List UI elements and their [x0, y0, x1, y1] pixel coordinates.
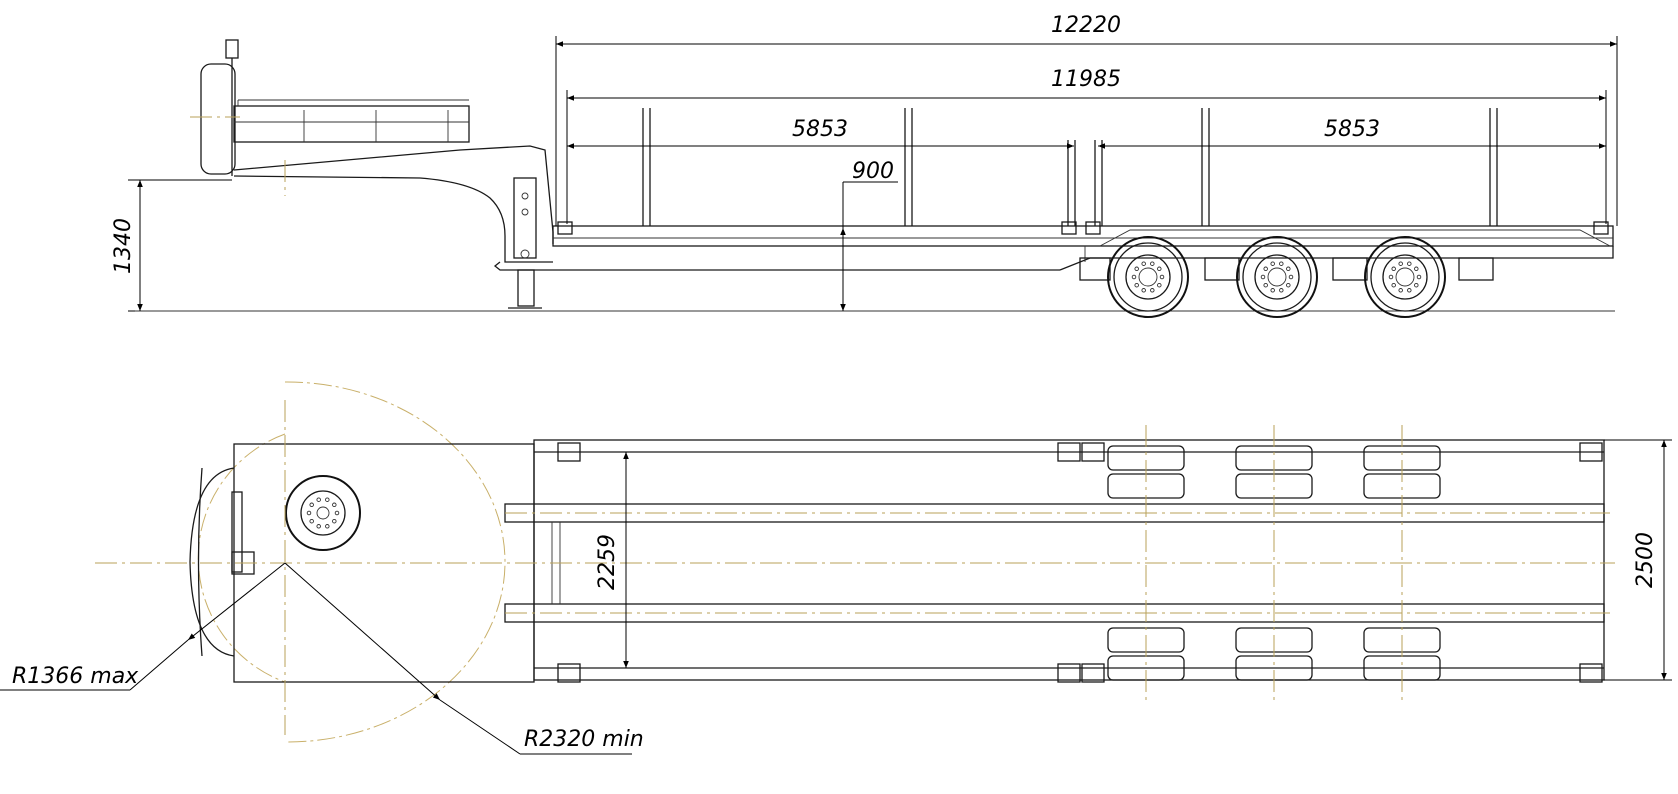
main-beam-right [504, 603, 1605, 623]
hub-bolt [1391, 266, 1396, 272]
dim-coupling-height: 1340 [111, 218, 136, 274]
label-front-swing-radius: R1366 max [12, 664, 139, 689]
side-view: 12220 11985 5853 5853 900 1340 [111, 13, 1618, 529]
hub-bolt [1286, 282, 1291, 288]
label-turning-radius: R2320 min [524, 727, 644, 752]
hub-bolt [1270, 288, 1275, 293]
dim-inner-width: 2259 [595, 534, 620, 590]
hub-bolt [1131, 274, 1137, 280]
hub-bolt [325, 497, 330, 502]
hub-bolt [1263, 282, 1268, 288]
hub-bolt [334, 510, 340, 516]
stake-posts [642, 108, 1498, 226]
dim-rear-section: 5853 [1324, 117, 1380, 142]
hub-bolt [309, 518, 314, 524]
hub-bolt [1286, 266, 1291, 272]
hub-bolt [1279, 261, 1284, 266]
hub-bolt [1388, 274, 1394, 280]
hub-bolt [316, 524, 321, 529]
hub-bolt [1407, 288, 1412, 293]
hub-bolt [1134, 266, 1139, 272]
hub-bolt [1398, 288, 1403, 293]
landing-gear [513, 177, 537, 259]
light-bracket [225, 39, 239, 59]
hub-bolt [1150, 288, 1155, 293]
dim-front-section: 5853 [792, 117, 848, 142]
hub-bolt [332, 518, 337, 524]
hub-bolt [1407, 261, 1412, 266]
turning-radius-arc [284, 381, 506, 743]
hub-bolt [1263, 266, 1268, 272]
hub-bolt [1279, 288, 1284, 293]
neck-lower-curve [233, 175, 553, 263]
hub-bolt [332, 502, 337, 508]
hub-bolt [306, 510, 312, 516]
spare-wheel [285, 475, 361, 551]
deck-top [533, 439, 1605, 681]
dim-overall-length: 12220 [1051, 13, 1121, 38]
dim-overall-width: 2500 [1633, 532, 1658, 588]
gooseneck-deck [233, 105, 470, 143]
hub-bolt [1414, 266, 1419, 272]
hub-bolt [309, 502, 314, 508]
hub-bolt [1157, 282, 1162, 288]
main-beam-left [504, 503, 1605, 523]
hub-bolt [1141, 261, 1146, 266]
top-view: R1366 max R2320 min 2259 2500 [0, 381, 1672, 755]
hub-bolt [1134, 282, 1139, 288]
hub-bolt [1391, 282, 1396, 288]
hub-bolt [1288, 274, 1294, 280]
hub-bolt [1260, 274, 1266, 280]
wheel-2 [1236, 236, 1318, 318]
hub-bolt [1159, 274, 1165, 280]
wheel-3 [1364, 236, 1446, 318]
hub-bolt [316, 497, 321, 502]
main-deck [552, 225, 1614, 247]
wheel-1 [1107, 236, 1189, 318]
hub-bolt [1141, 288, 1146, 293]
hub-bolt [1416, 274, 1422, 280]
dim-deck-height: 900 [852, 159, 894, 184]
hub-bolt [1157, 266, 1162, 272]
hub-bolt [325, 524, 330, 529]
hub-bolt [1398, 261, 1403, 266]
hub-bolt [1270, 261, 1275, 266]
gooseneck-front [200, 63, 236, 175]
hub-bolt [1150, 261, 1155, 266]
hub-bolt [1414, 282, 1419, 288]
dim-deck-length: 11985 [1051, 67, 1121, 92]
